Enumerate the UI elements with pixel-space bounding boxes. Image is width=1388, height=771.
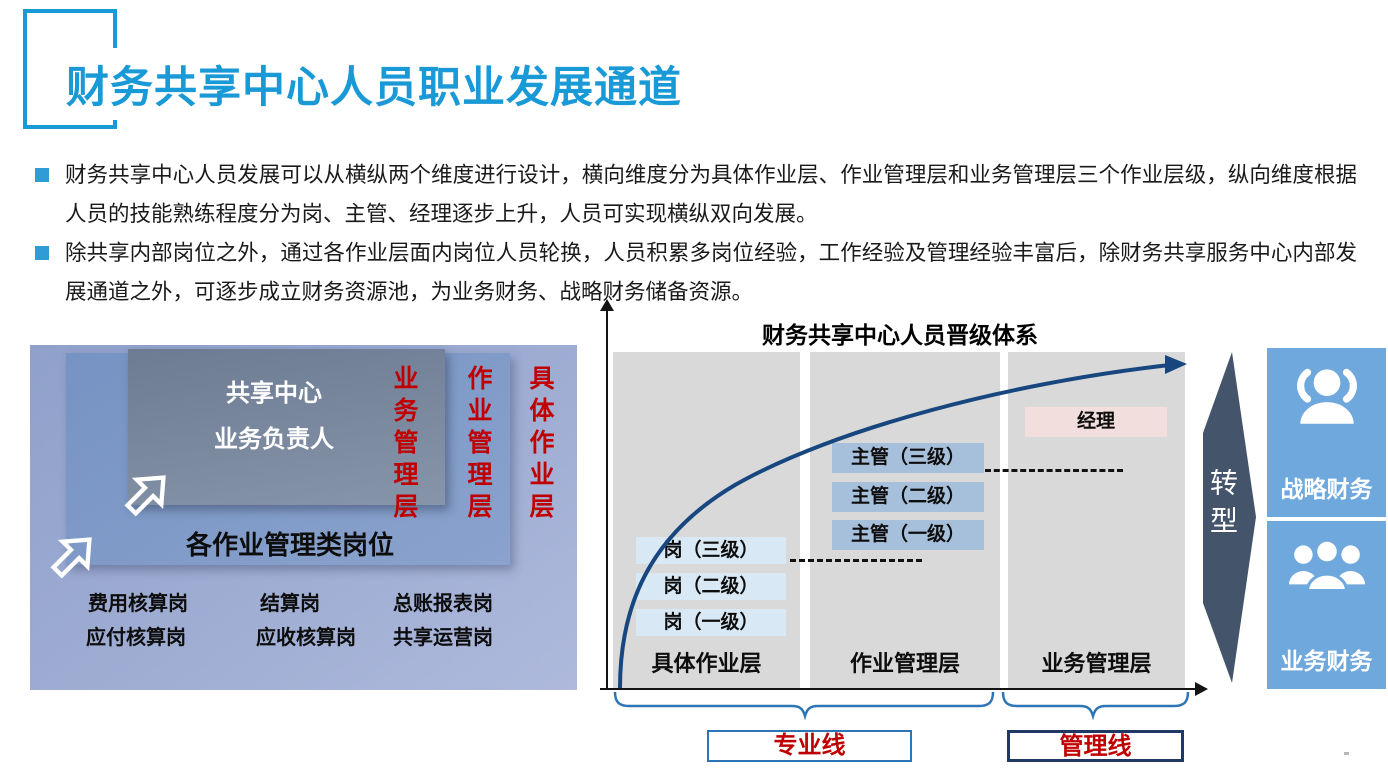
level-box-post-1: 岗（一级） [636, 609, 786, 636]
bullet-square-icon [35, 246, 49, 260]
y-axis-arrow-icon [600, 299, 614, 311]
center-box-line2: 业务负责人 [214, 426, 334, 453]
bullet-square-icon [35, 168, 49, 182]
management-posts-label: 各作业管理类岗位 [185, 530, 394, 560]
target-label: 战略财务 [1280, 476, 1373, 502]
post-expense-accounting: 费用核算岗 [88, 593, 188, 615]
shared-center-leader-label: 共享中心 业务负责人 [134, 371, 414, 463]
x-axis-arrow-icon [1195, 682, 1208, 696]
bullet-item: 除共享内部岗位之外，通过各作业层面内岗位人员轮换，人员积累多岗位经验，工作经验及… [35, 234, 1365, 312]
layer-label-operations: 具体作业层 [526, 365, 554, 525]
x-axis [600, 688, 1197, 690]
level-box-supervisor-1: 主管（一级） [832, 520, 984, 550]
level-box-manager: 经理 [1025, 407, 1167, 437]
chart-title: 财务共享中心人员晋级体系 [762, 322, 1038, 348]
bullet-text: 财务共享中心人员发展可以从横纵两个维度进行设计，横向维度分为具体作业层、作业管理… [65, 163, 1357, 226]
target-label: 业务财务 [1280, 648, 1373, 674]
bullet-list: 财务共享中心人员发展可以从横纵两个维度进行设计，横向维度分为具体作业层、作业管理… [35, 156, 1365, 312]
level-box-supervisor-3: 主管（三级） [832, 443, 984, 473]
target-business-finance: 业务财务 [1267, 521, 1386, 689]
bullet-text: 除共享内部岗位之外，通过各作业层面内岗位人员轮换，人员积累多岗位经验，工作经验及… [65, 241, 1357, 304]
layer-label-operation-management: 作业管理层 [464, 365, 492, 525]
growth-curve [618, 355, 1187, 689]
up-right-arrow-icon [124, 475, 166, 517]
post-shared-operations: 共享运营岗 [393, 627, 493, 649]
transition-label: 转型 [1207, 468, 1238, 544]
y-axis [606, 310, 608, 689]
post-settlement: 结算岗 [260, 593, 320, 615]
level-box-post-2: 岗（二级） [636, 573, 786, 600]
post-receivable-accounting: 应收核算岗 [256, 627, 356, 649]
bullet-item: 财务共享中心人员发展可以从横纵两个维度进行设计，横向维度分为具体作业层、作业管理… [35, 156, 1365, 234]
professional-line-tag: 专业线 [707, 730, 912, 762]
target-strategic-finance: 战略财务 [1267, 348, 1386, 517]
layer-label-business-management: 业务管理层 [390, 365, 418, 525]
stray-mark [1344, 752, 1349, 755]
center-box-line1: 共享中心 [226, 380, 322, 407]
post-payable-accounting: 应付核算岗 [86, 627, 186, 649]
column-label: 业务管理层 [1041, 651, 1152, 676]
management-line-tag: 管理线 [1007, 730, 1184, 762]
dashed-connector-supervisor-manager [985, 469, 1123, 472]
layer-box-business-management [128, 349, 445, 505]
dashed-connector-post-supervisor [790, 559, 922, 562]
org-layer-diagram: 共享中心 业务负责人 业务管理层 作业管理层 具体作业层 各作业管理类岗位 费用… [30, 345, 577, 690]
column-label: 作业管理层 [849, 651, 960, 676]
post-general-ledger: 总账报表岗 [393, 593, 493, 615]
people-team-icon [1288, 538, 1365, 593]
professional-line-brace [613, 691, 995, 721]
page-title: 财务共享中心人员职业发展通道 [64, 48, 694, 120]
line-braces [613, 691, 1190, 721]
curve-arrowhead-icon [1165, 355, 1187, 374]
up-right-arrow-icon [50, 537, 92, 579]
level-box-supervisor-2: 主管（二级） [832, 482, 984, 512]
transition-arrow-icon [1203, 352, 1256, 683]
people-group-icon [1296, 368, 1357, 424]
management-line-brace [1001, 691, 1190, 721]
column-label: 具体作业层 [651, 651, 762, 676]
